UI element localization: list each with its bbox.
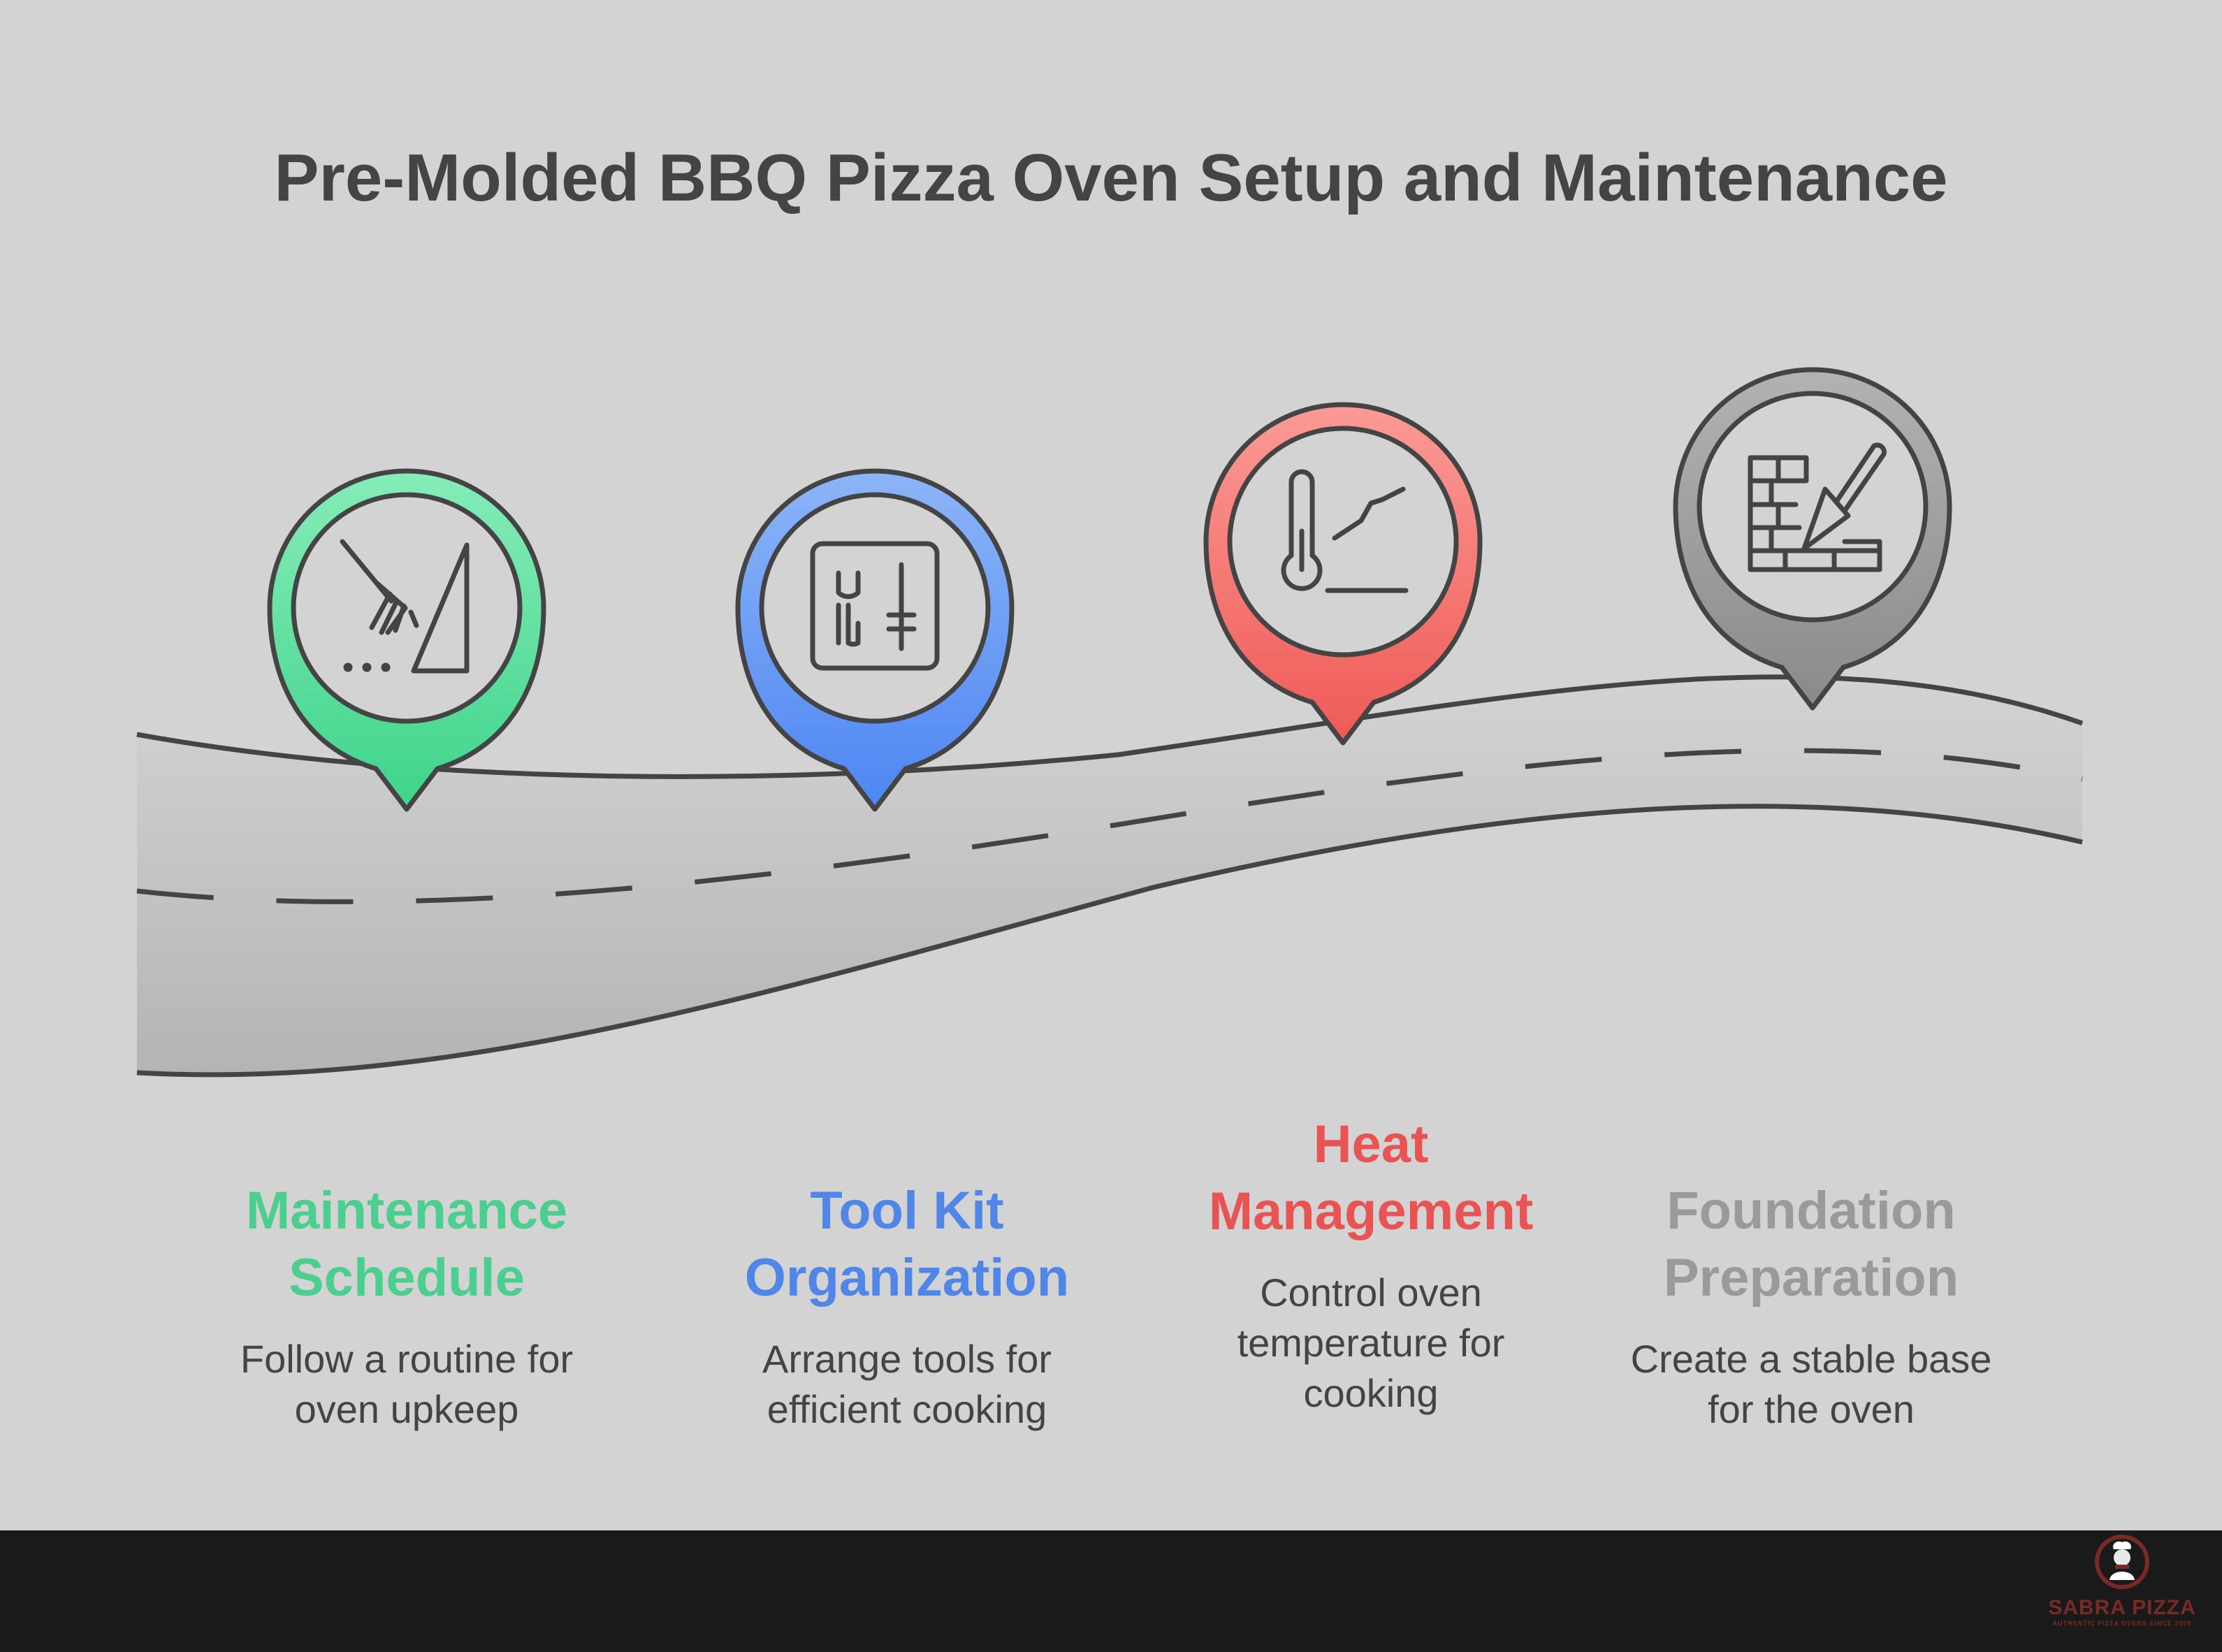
step-description: Arrange tools for efficient cooking — [762, 1337, 1052, 1431]
chef-logo-icon — [2095, 1535, 2149, 1589]
marker-heat — [1203, 402, 1483, 746]
road-edge-bottom — [136, 804, 2083, 1078]
road-center-line — [136, 748, 2083, 904]
step-description: Control oven temperature for cooking — [1237, 1270, 1505, 1415]
footer-bar: SABRA PIZZA AUTHENTIC PIZZA OVENS SINCE … — [0, 1530, 2222, 1652]
marker-toolkit — [735, 468, 1015, 812]
step-toolkit: Tool Kit Organization Arrange tools for … — [711, 1178, 1103, 1435]
step-description: Create a stable base for the oven — [1630, 1337, 1992, 1431]
toolbox-wrench-icon — [810, 541, 940, 671]
step-title: Heat Management — [1208, 1115, 1534, 1241]
marker-maintenance — [267, 468, 546, 812]
step-heat: Heat Management Control oven temperature… — [1175, 1111, 1567, 1419]
brand-name: SABRA PIZZA — [2048, 1596, 2196, 1619]
step-maintenance: Maintenance Schedule Follow a routine fo… — [211, 1178, 602, 1435]
brick-wall-trowel-icon — [1748, 442, 1887, 572]
brand-tagline: AUTHENTIC PIZZA OVENS SINCE 2009 — [2052, 1620, 2192, 1627]
page-title: Pre-Molded BBQ Pizza Oven Setup and Main… — [274, 140, 1948, 215]
step-title: Foundation Preparation — [1663, 1181, 1959, 1307]
brand-logo: SABRA PIZZA AUTHENTIC PIZZA OVENS SINCE … — [2042, 1534, 2202, 1627]
step-foundation: Foundation Preparation Create a stable b… — [1615, 1178, 2007, 1435]
step-description: Follow a routine for oven upkeep — [240, 1337, 574, 1431]
marker-foundation — [1673, 367, 1952, 711]
step-title: Tool Kit Organization — [744, 1181, 1070, 1307]
step-title: Maintenance Schedule — [245, 1181, 568, 1307]
broom-dustpan-icon — [340, 539, 470, 674]
thermometer-chart-icon — [1281, 469, 1409, 593]
